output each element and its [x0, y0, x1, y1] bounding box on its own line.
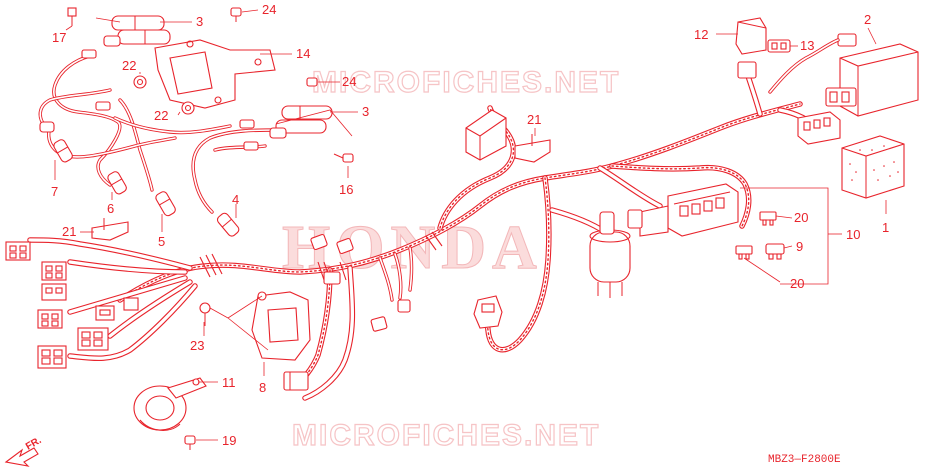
callout-4: 4: [232, 192, 239, 207]
watermark-top: MICROFICHES.NET: [312, 66, 620, 99]
callout-2: 2: [864, 12, 871, 27]
callout-24-upper: 24: [262, 2, 276, 17]
regulator-rectifier: [841, 135, 905, 199]
callout-20-upper: 20: [794, 210, 808, 225]
ignition-coil-lower: [269, 105, 333, 139]
callout-22-lower: 22: [154, 108, 168, 123]
harness-clip-left: [91, 218, 129, 241]
callout-24-lower: 24: [342, 74, 356, 89]
callout-23: 23: [190, 338, 204, 353]
harness-clip-center: [514, 134, 551, 163]
callout-8: 8: [259, 380, 266, 395]
callout-14: 14: [296, 46, 310, 61]
callout-16: 16: [339, 182, 353, 197]
ignition-coil-cables: [38, 54, 282, 214]
spark-plug-caps: [39, 49, 259, 237]
horn: [133, 377, 207, 431]
callout-3-upper: 3: [196, 14, 203, 29]
fuse-box: [627, 183, 739, 237]
turn-signal-relay-plate: [251, 291, 311, 391]
main-wire-harness: [27, 73, 823, 401]
callout-1: 1: [882, 220, 889, 235]
callout-12: 12: [694, 27, 708, 42]
harness-boot: [465, 109, 507, 161]
ignition-coil-upper: [103, 15, 171, 47]
relay-top-right: [735, 17, 857, 94]
front-label: FR.: [24, 435, 44, 453]
callout-11: 11: [222, 375, 236, 390]
cdi-unit: [825, 43, 919, 117]
diagram-code: MBZ3—F2800E: [768, 454, 841, 466]
front-direction-arrow: FR.: [4, 435, 44, 467]
leader-lines: [54, 9, 887, 441]
callout-7: 7: [51, 184, 58, 199]
callout-3-lower: 3: [362, 104, 369, 119]
callout-5: 5: [158, 234, 165, 249]
callout-17: 17: [52, 30, 66, 45]
callout-19: 19: [222, 433, 236, 448]
fuses: [735, 211, 785, 260]
callout-21-center: 21: [527, 112, 541, 127]
center-small-connectors: [310, 233, 503, 332]
watermark-bottom: MICROFICHES.NET: [292, 419, 600, 452]
callout-21-left: 21: [62, 224, 76, 239]
callout-22-upper: 22: [122, 58, 136, 73]
callout-20-lower: 20: [790, 276, 804, 291]
callout-10: 10: [846, 227, 860, 242]
callout-13: 13: [800, 38, 814, 53]
callout-6: 6: [107, 201, 114, 216]
coil-bracket: [154, 39, 276, 109]
fasteners: [67, 7, 354, 450]
callout-numbers: 3 17 24 14 22 24 22 3 16 7 6 5 4 21 21 2…: [51, 2, 889, 448]
connector-right-block: [797, 111, 841, 145]
left-connector-cluster: [5, 241, 139, 369]
ignition-switch: [589, 211, 631, 298]
callout-9: 9: [796, 239, 803, 254]
